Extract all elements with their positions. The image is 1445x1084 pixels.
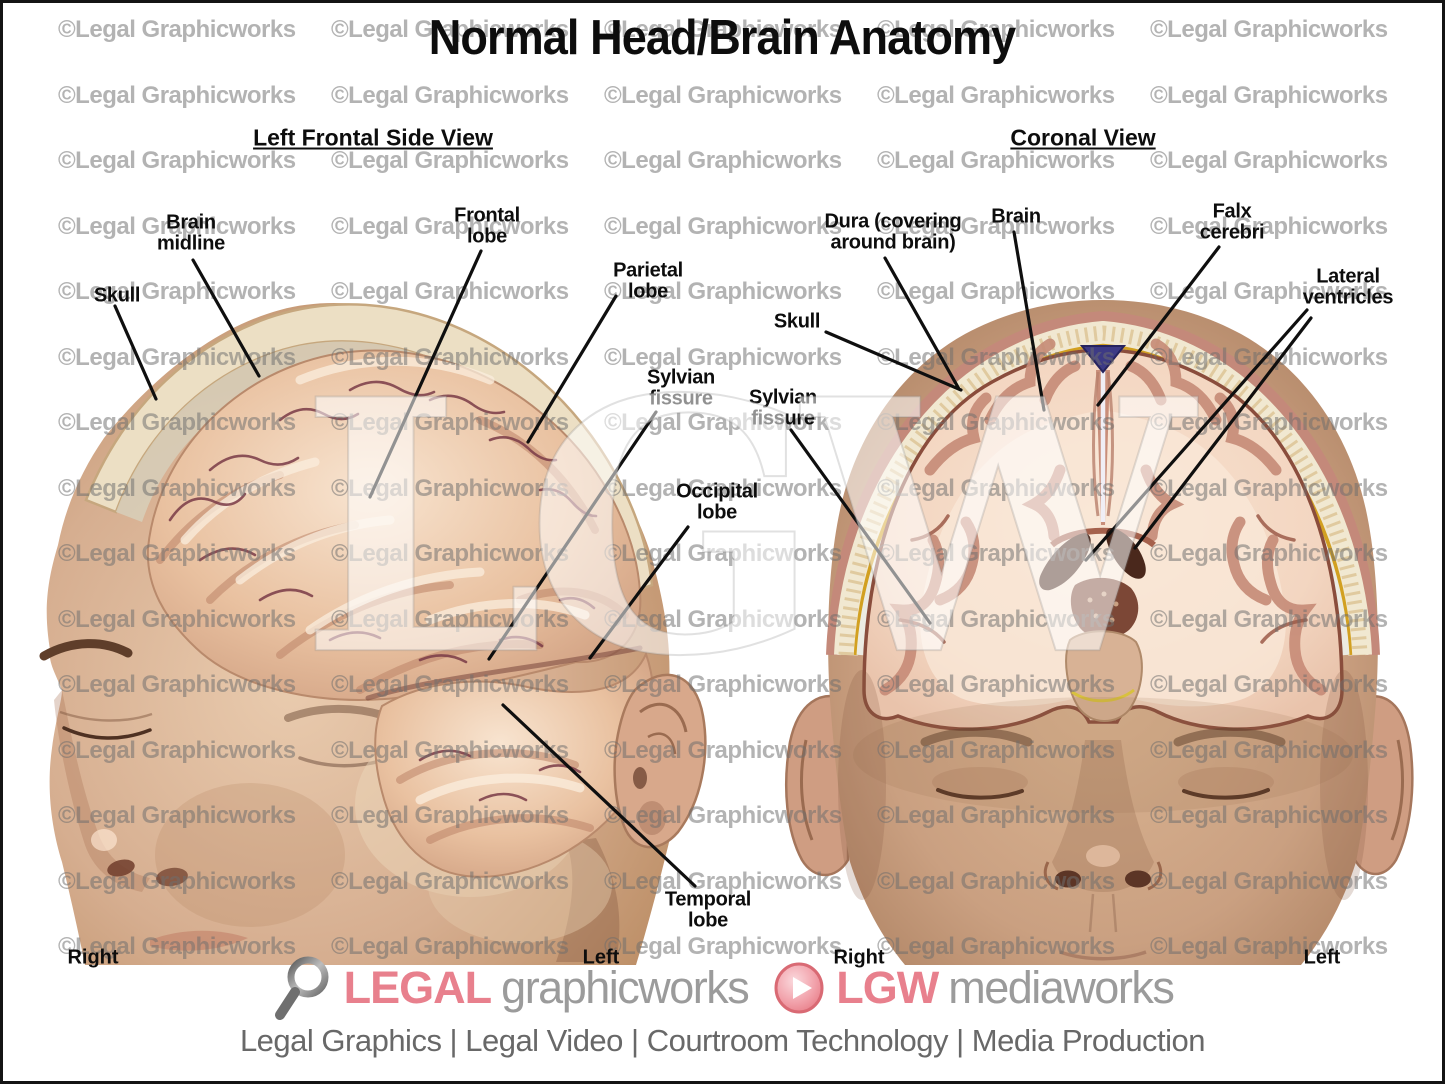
ala-left — [1147, 861, 1163, 891]
brand-row: LEGAL graphicworks LGW mediaworks — [0, 955, 1445, 1021]
lips — [150, 930, 248, 951]
lateral-ventricle-left — [1106, 528, 1146, 579]
label-occipital-lobe: Occipital lobe — [676, 480, 758, 524]
sagittal-sinus — [1079, 345, 1127, 374]
side-ear — [613, 673, 707, 849]
nostril-left — [107, 859, 135, 877]
stem-yellow-arc — [1071, 688, 1135, 703]
leader-brain-midline — [191, 258, 261, 378]
ala-right — [1043, 861, 1059, 891]
side-sylvian-groove — [365, 645, 643, 701]
label-dura: Dura (covering around brain) — [824, 210, 962, 254]
leader-sylvian-coronal — [789, 428, 932, 625]
leader-skull-coronal — [824, 330, 963, 392]
coronal-white-matter — [920, 411, 1286, 707]
coronal-right-marker: Right — [833, 946, 885, 969]
brand-lgw: LGW — [836, 962, 939, 1013]
coronal-skin-rim — [826, 310, 1380, 656]
side-right-marker: Right — [67, 946, 119, 969]
label-skull-side: Skull — [93, 284, 141, 307]
coronal-gyri — [879, 338, 1327, 696]
coronal-eyebrow-right — [920, 727, 1033, 747]
leader-dura — [883, 256, 961, 391]
page-title: Normal Head/Brain Anatomy — [428, 11, 1016, 65]
side-view-illustration — [39, 303, 707, 965]
label-temporal-lobe: Temporal lobe — [664, 888, 752, 932]
jaw-shadow — [556, 838, 620, 962]
label-lateral-ventricles: Lateral ventricles — [1302, 265, 1394, 309]
falx-left-edge — [1092, 371, 1100, 517]
leader-lateral-ventricle-1 — [1084, 308, 1309, 562]
coronal-view-heading: Coronal View — [1010, 124, 1156, 151]
brand-graphicworks: graphicworks — [501, 962, 750, 1013]
coronal-eye-left — [1182, 788, 1270, 800]
nose-shading — [54, 690, 150, 892]
temple-shadow-right — [838, 670, 886, 900]
magnifier-icon — [274, 956, 329, 1020]
leader-frontal-lobe — [368, 249, 483, 499]
coronal-nose-shading — [1052, 740, 1154, 892]
side-left-marker: Left — [582, 946, 620, 969]
leader-lateral-ventricle-2 — [1133, 316, 1313, 550]
coronal-left-marker: Left — [1303, 946, 1341, 969]
side-view-heading: Left Frontal Side View — [253, 124, 493, 151]
coronal-mouth — [1059, 950, 1147, 961]
ghost-eyebrow — [284, 704, 392, 722]
stem-speckles — [1087, 591, 1119, 623]
coronal-eyelid-right — [932, 767, 1028, 797]
leader-parietal-lobe — [526, 294, 618, 444]
corpus-callosum — [1050, 527, 1156, 548]
coronal-eye-right — [936, 788, 1024, 800]
label-parietal-lobe: Parietal lobe — [613, 259, 683, 303]
leader-skull-side — [113, 304, 158, 401]
coronal-nostril-right — [1055, 870, 1081, 888]
nostril-right — [156, 867, 188, 887]
coronal-nose-tip — [1086, 845, 1120, 867]
eyelid-crease — [59, 710, 153, 722]
label-brain-coronal: Brain — [991, 205, 1041, 228]
footer: LEGAL graphicworks LGW mediaworks Legal … — [0, 955, 1445, 1059]
label-sylvian-side: Sylvian fissure — [647, 366, 715, 410]
leader-brain-coronal — [1012, 230, 1046, 412]
play-icon — [774, 962, 824, 1014]
footer-tagline: Legal Graphics | Legal Video | Courtroom… — [239, 1023, 1206, 1058]
leader-temporal-lobe — [501, 703, 697, 888]
label-sylvian-coronal: Sylvian fissure — [749, 386, 817, 430]
third-ventricle-region — [1070, 577, 1139, 639]
eyebrow — [39, 639, 133, 661]
leader-sylvian-side — [487, 410, 658, 661]
coronal-sulci-lines — [898, 514, 1308, 644]
coronal-eyelid-left — [1178, 767, 1274, 797]
label-brain-midline: Brain midline — [157, 211, 225, 255]
side-brain-vessels — [168, 380, 598, 802]
brow-shading — [853, 697, 1353, 813]
coronal-nostril-left — [1125, 870, 1151, 888]
leader-falx-cerebri — [1096, 245, 1221, 407]
lateral-ventricle-right — [1039, 533, 1091, 591]
closed-eye-lash — [62, 726, 152, 740]
cheek-shading — [155, 783, 345, 927]
side-gyri-highlights — [180, 356, 590, 805]
label-frontal-lobe: Frontal lobe — [454, 204, 520, 248]
leader-occipital-lobe — [588, 525, 690, 660]
label-falx-cerebri: Falx cerebri — [1199, 200, 1265, 244]
temple-shadow-left — [1320, 670, 1368, 900]
coronal-eyebrow-left — [1173, 727, 1286, 747]
label-skull-coronal: Skull — [773, 310, 821, 333]
coronal-skull-speckle — [838, 325, 1368, 656]
brand-mediaworks: mediaworks — [948, 962, 1175, 1013]
nose-tip-highlight — [91, 829, 117, 851]
brand-legal: LEGAL — [343, 962, 492, 1013]
philtrum — [1088, 893, 1118, 933]
